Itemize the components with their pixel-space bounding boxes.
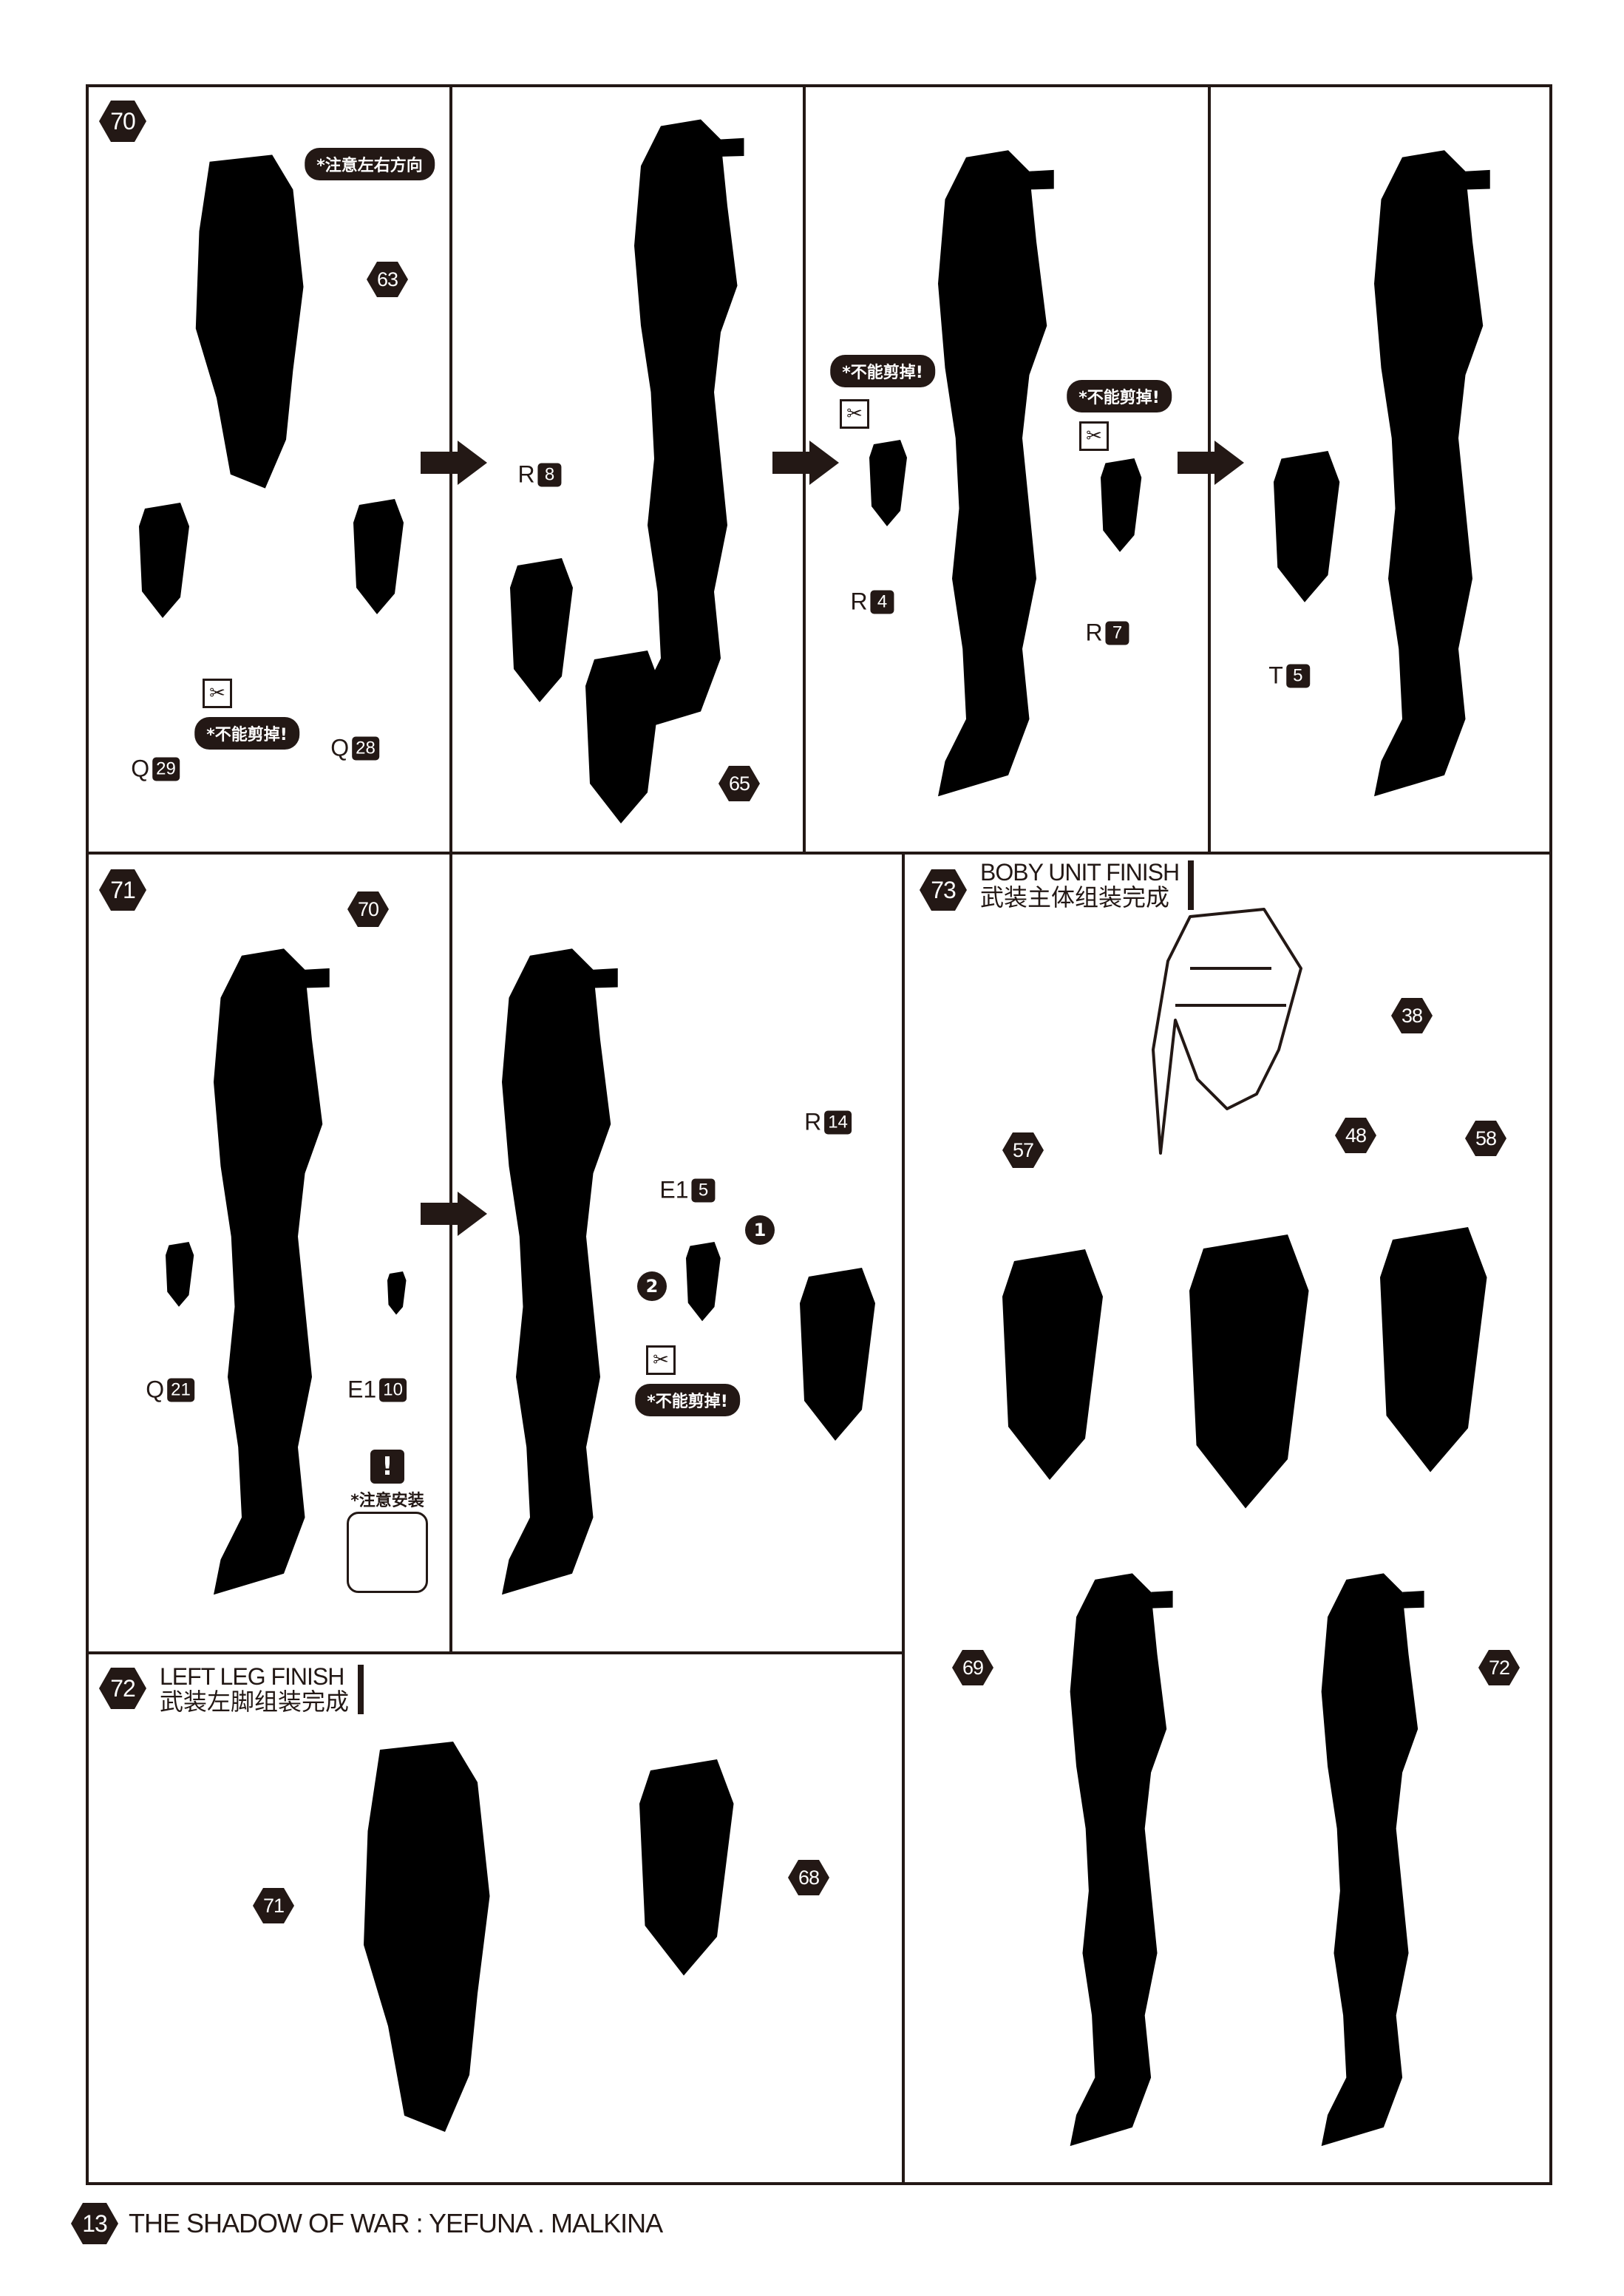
leg-drawing [214, 948, 330, 1595]
runner-letter: Q [330, 734, 350, 761]
part-callout-48: 48 [1335, 1118, 1376, 1153]
divider [449, 84, 452, 1654]
leg-drawing [502, 948, 618, 1595]
leg-drawing [364, 1742, 490, 2132]
no-cut-icon: ✂ [1079, 421, 1109, 451]
note-no-cut: *不能剪掉! [194, 717, 299, 750]
note-no-cut: *不能剪掉! [635, 1384, 740, 1416]
part-number: 5 [1285, 664, 1310, 687]
lower-leg-part-drawing [510, 558, 573, 702]
divider [86, 852, 1552, 855]
part-number: 28 [352, 736, 379, 760]
part-number: 14 [824, 1110, 852, 1134]
small-part-drawing [166, 1242, 194, 1307]
part-number: 29 [152, 757, 180, 781]
runner-letter: E1 [347, 1376, 377, 1403]
divider [902, 852, 905, 2185]
part-callout-69: 69 [952, 1650, 993, 1685]
footer-title: THE SHADOW OF WAR : YEFUNA . MALKINA [129, 2208, 663, 2238]
part-number: 8 [537, 463, 562, 486]
shin-armor-drawing [800, 1268, 875, 1441]
no-cut-icon: ✂ [203, 679, 232, 708]
part-callout-38: 38 [1391, 998, 1433, 1033]
knee-guard-drawing [1101, 458, 1142, 552]
leg-drawing [938, 150, 1054, 797]
runner-letter: R [850, 588, 868, 615]
part-callout-57: 57 [1002, 1132, 1044, 1168]
title-en: LEFT LEG FINISH [160, 1663, 344, 1690]
foot-part-drawing [585, 651, 661, 823]
knee-part-drawing [869, 440, 907, 526]
title-zh: 武装主体组装完成 [980, 883, 1170, 911]
runner-letter: R [1085, 619, 1103, 646]
inner-frame-right-drawing [353, 499, 404, 614]
runner-letter: R [804, 1108, 822, 1135]
note-install: *注意安装 [350, 1492, 424, 1510]
small-part-drawing [387, 1271, 407, 1315]
warning-icon: ! [370, 1450, 404, 1484]
step-number-71: 71 [99, 869, 146, 911]
divider [86, 1651, 903, 1654]
instruction-frame [86, 84, 1552, 2185]
title-en: BOBY UNIT FINISH [980, 859, 1180, 886]
step-number-70: 70 [99, 101, 146, 142]
runner-letter: Q [131, 755, 150, 782]
note-direction: *注意左右方向 [305, 148, 435, 180]
calf-guard-drawing [1274, 451, 1340, 602]
page-footer: 13 THE SHADOW OF WAR : YEFUNA . MALKINA [71, 2203, 663, 2244]
part-callout-68: 68 [788, 1860, 829, 1895]
title-zh: 武装左脚组装完成 [160, 1688, 350, 1715]
leg-drawing [1374, 150, 1490, 797]
note-no-cut: *不能剪掉! [830, 355, 935, 387]
part-number: 5 [691, 1178, 716, 1202]
head-drawing [1152, 908, 1302, 1155]
order-marker-2: 2 [637, 1271, 667, 1301]
inner-frame-left-drawing [139, 503, 189, 618]
runner-letter: T [1268, 662, 1283, 689]
page-number: 13 [71, 2203, 118, 2244]
right-leg-drawing [1070, 1573, 1173, 2147]
part-callout-58: 58 [1465, 1121, 1506, 1156]
part-callout-71: 71 [253, 1888, 294, 1923]
no-cut-icon: ✂ [646, 1345, 676, 1375]
install-hint-box [347, 1512, 428, 1593]
note-no-cut: *不能剪掉! [1067, 380, 1172, 412]
fin-part-drawing [686, 1242, 721, 1322]
left-arm-drawing [1002, 1249, 1103, 1480]
torso-drawing [1189, 1234, 1309, 1509]
part-number: 7 [1105, 621, 1129, 645]
side-armor-drawing [639, 1759, 734, 1976]
runner-letter: Q [146, 1376, 165, 1403]
part-callout-72: 72 [1478, 1650, 1520, 1685]
no-cut-icon: ✂ [840, 399, 869, 429]
thigh-armor-drawing [177, 148, 325, 495]
order-marker-1: 1 [745, 1215, 775, 1245]
part-number: 4 [870, 590, 894, 614]
runner-letter: R [517, 461, 535, 488]
runner-letter: E1 [659, 1176, 689, 1203]
right-arm-drawing [1380, 1227, 1487, 1473]
part-number: 10 [379, 1378, 407, 1402]
part-number: 21 [167, 1378, 194, 1402]
left-leg-drawing [1321, 1573, 1424, 2147]
